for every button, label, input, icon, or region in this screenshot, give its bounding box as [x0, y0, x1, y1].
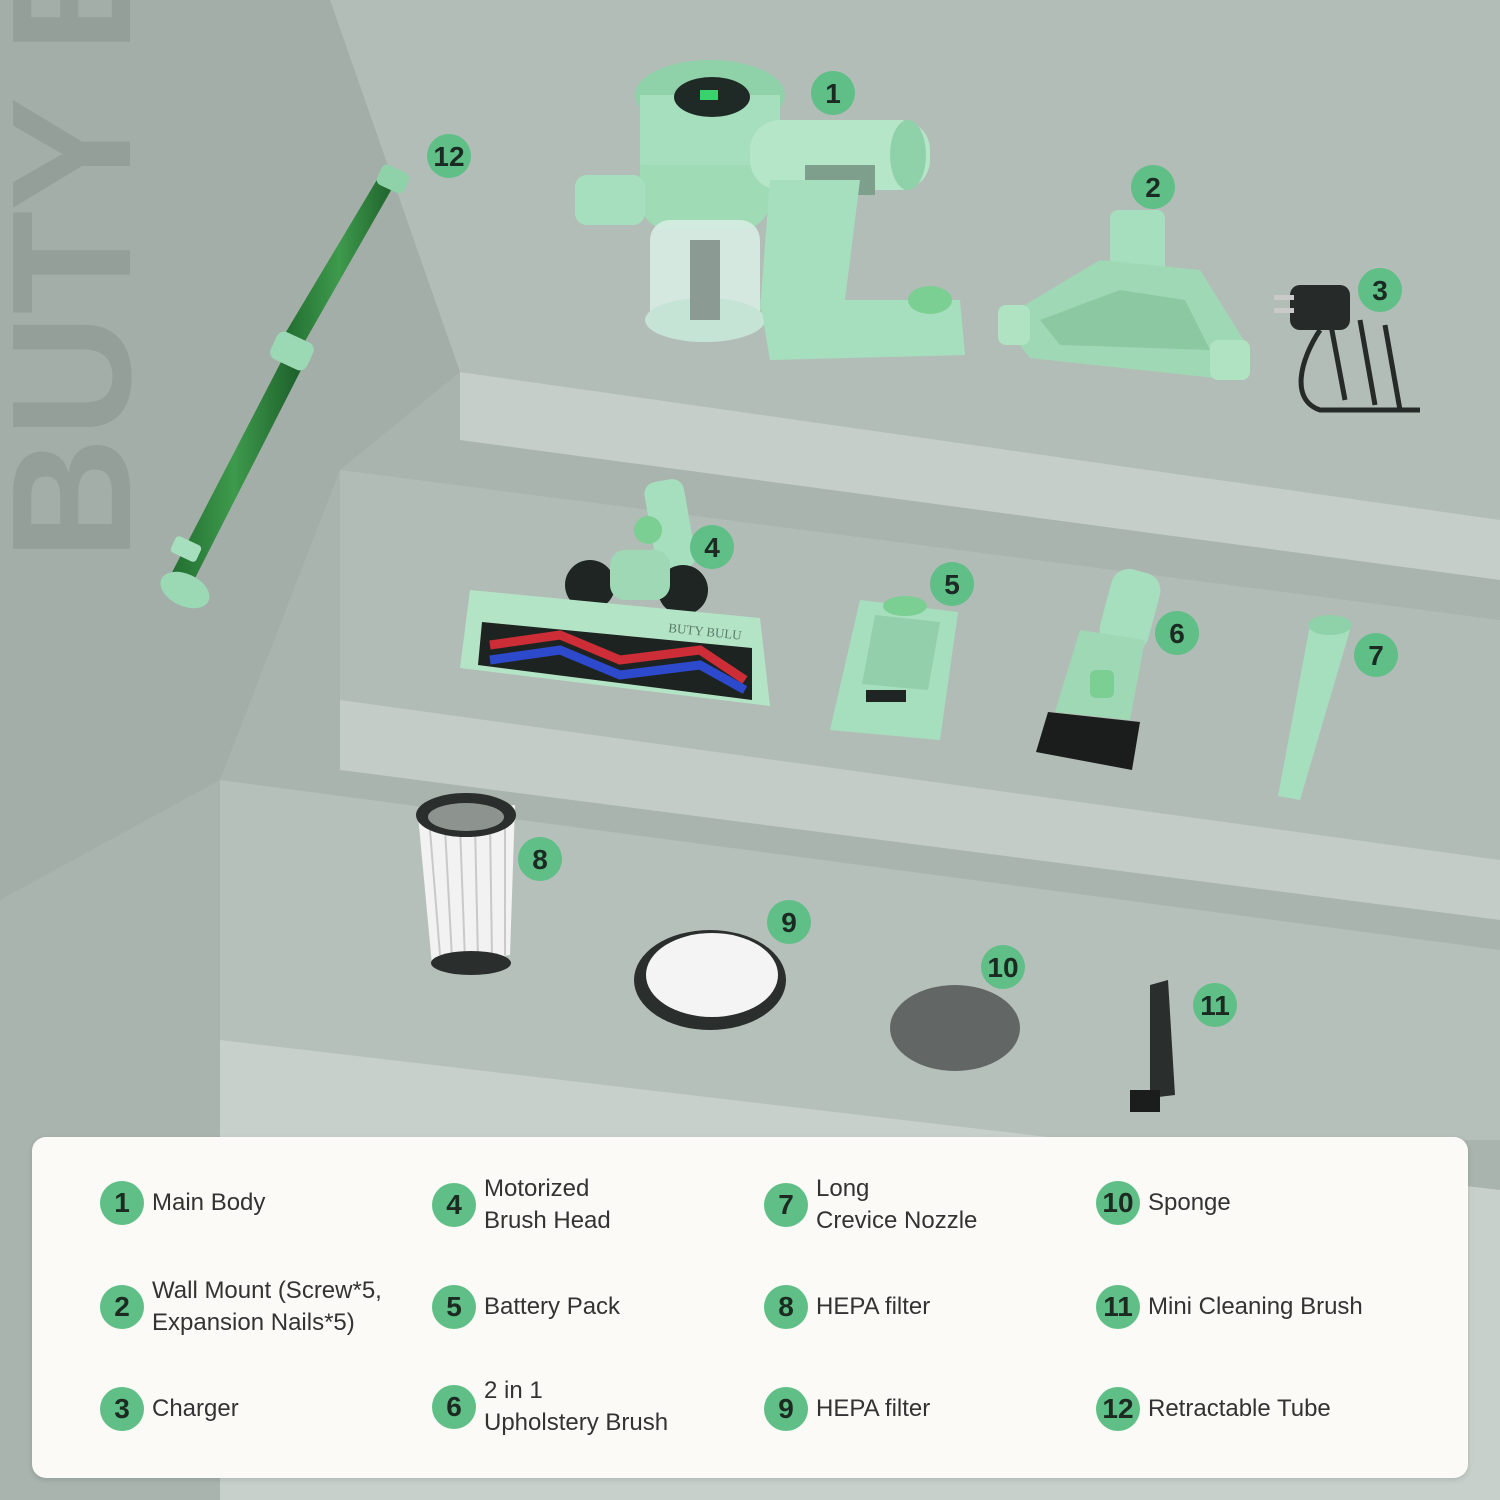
legend-item-3: 3 Charger [100, 1387, 239, 1431]
top-step-surface [330, 0, 1500, 520]
legend-number: 9 [764, 1387, 808, 1431]
legend-label: Mini Cleaning Brush [1148, 1293, 1363, 1320]
charger-image [1274, 285, 1420, 413]
callout-badge-9: 9 [767, 900, 811, 944]
legend-number: 12 [1096, 1387, 1140, 1431]
legend-item-12: 12 Retractable Tube [1096, 1387, 1331, 1431]
legend-number: 8 [764, 1285, 808, 1329]
legend-label: Battery Pack [484, 1293, 621, 1320]
legend-number: 2 [100, 1285, 144, 1329]
legend-item-1: 1 Main Body [100, 1181, 265, 1225]
legend-label: Retractable Tube [1148, 1395, 1331, 1422]
main-body-image [575, 60, 965, 360]
legend-label: HEPA filter [816, 1293, 931, 1320]
legend-item-8: 8 HEPA filter [764, 1285, 930, 1329]
legend-item-9: 9 HEPA filter [764, 1387, 930, 1431]
callout-badge-4: 4 [690, 525, 734, 569]
legend-number: 7 [764, 1183, 808, 1227]
legend-label: Wall Mount (Screw*5, Expansion Nails*5) [152, 1277, 382, 1336]
svg-text:9: 9 [781, 907, 797, 938]
legend-label: Long Crevice Nozzle [816, 1175, 978, 1234]
callout-badge-10: 10 [981, 945, 1025, 989]
callout-badge-2: 2 [1131, 165, 1175, 209]
legend-number: 11 [1096, 1285, 1140, 1329]
svg-text:3: 3 [1372, 275, 1388, 306]
svg-text:8: 8 [532, 844, 548, 875]
crevice-nozzle-image [1278, 615, 1352, 800]
callout-badge-5: 5 [930, 562, 974, 606]
hepa-filter-cylinder-image [416, 793, 516, 975]
legend-label: Charger [152, 1395, 239, 1422]
legend-number: 1 [100, 1181, 144, 1225]
callout-badge-8: 8 [518, 837, 562, 881]
legend-number: 3 [100, 1387, 144, 1431]
legend-label: Main Body [152, 1189, 266, 1216]
callout-badge-6: 6 [1155, 611, 1199, 655]
svg-text:5: 5 [944, 569, 960, 600]
mini-cleaning-brush-image [1130, 980, 1175, 1112]
legend-label: 2 in 1 Upholstery Brush [484, 1377, 669, 1436]
svg-text:10: 10 [987, 952, 1018, 983]
legend-label: Motorized Brush Head [484, 1175, 611, 1234]
legend-number: 6 [432, 1385, 476, 1429]
hepa-filter-disc-image [634, 930, 786, 1030]
callout-badge-1: 1 [811, 71, 855, 115]
callout-badge-12: 12 [427, 134, 471, 178]
legend-label: HEPA filter [816, 1395, 931, 1422]
retractable-tube-image [160, 164, 410, 609]
callout-badge-11: 11 [1193, 983, 1237, 1027]
legend-number: 10 [1096, 1181, 1140, 1225]
battery-pack-image [830, 596, 958, 740]
svg-text:4: 4 [704, 532, 720, 563]
top-step-riser [460, 372, 1500, 580]
legend-number: 5 [432, 1285, 476, 1329]
legend-label: Sponge [1148, 1189, 1231, 1216]
svg-text:6: 6 [1169, 618, 1185, 649]
motorized-brush-head-image: BUTY BULU [460, 479, 770, 706]
legend-number: 4 [432, 1183, 476, 1227]
wall-mount-image [998, 210, 1250, 380]
left-wall [0, 0, 460, 900]
sponge-image [890, 985, 1020, 1071]
legend-item-10: 10 Sponge [1096, 1181, 1231, 1225]
callout-badge-7: 7 [1354, 633, 1398, 677]
legend-item-11: 11 Mini Cleaning Brush [1096, 1285, 1363, 1329]
svg-text:12: 12 [433, 141, 464, 172]
svg-text:1: 1 [825, 78, 841, 109]
svg-text:11: 11 [1200, 990, 1230, 1021]
upholstery-brush-image [1036, 568, 1161, 770]
svg-text:7: 7 [1368, 640, 1384, 671]
legend-item-5: 5 Battery Pack [432, 1285, 620, 1329]
middle-step-riser [340, 700, 1500, 920]
brand-watermark: BUTY BUL [0, 0, 167, 560]
svg-text:2: 2 [1145, 172, 1161, 203]
callout-badge-3: 3 [1358, 268, 1402, 312]
